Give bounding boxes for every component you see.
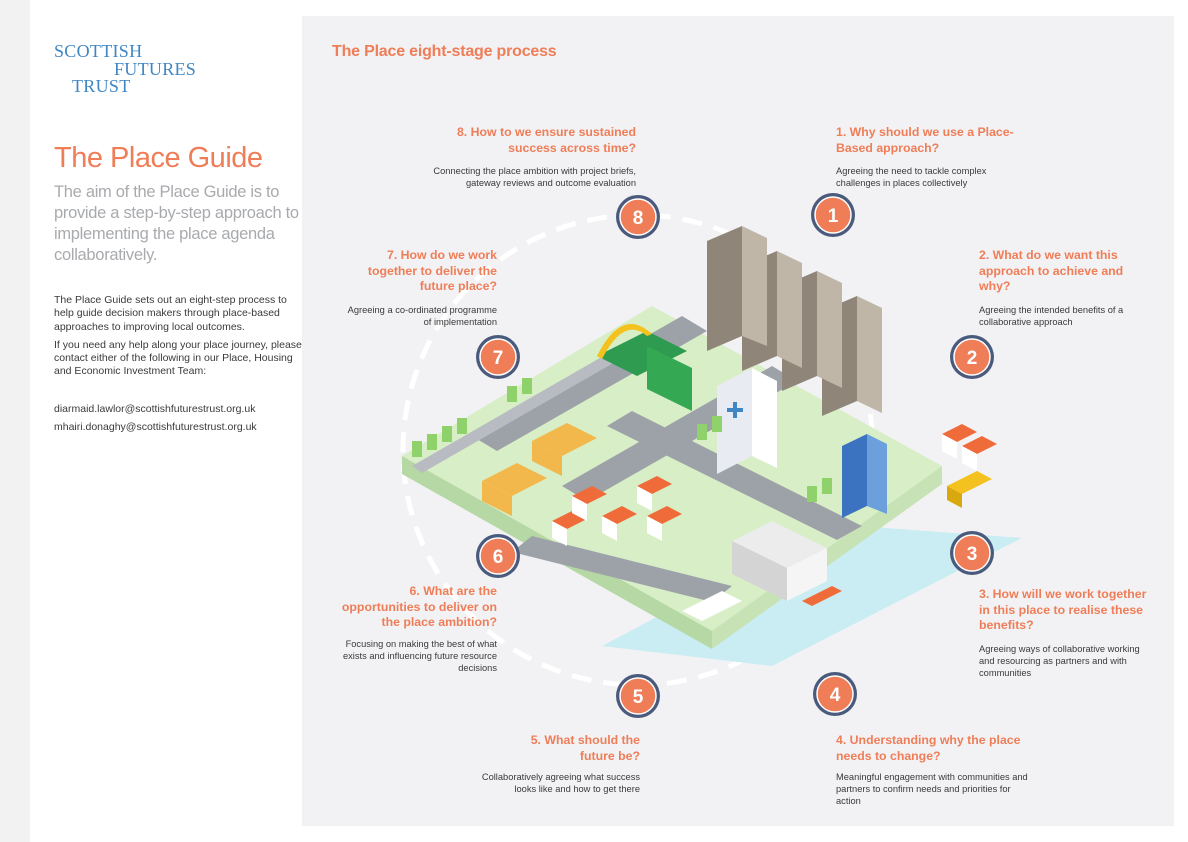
stage-badge-8[interactable]: 8	[616, 195, 660, 239]
process-title: The Place eight-stage process	[332, 43, 557, 60]
guide-body: The Place Guide sets out an eight-step p…	[54, 294, 304, 384]
logo-line-3: TRUST	[72, 76, 131, 96]
sidebar: SCOTTISH FUTURES TRUST The Place Guide T…	[30, 0, 302, 842]
stage-number-2: 2	[967, 348, 978, 369]
stage-number-6: 6	[493, 547, 504, 568]
stage-number-7: 7	[493, 348, 504, 369]
stage-badge-2[interactable]: 2	[950, 335, 994, 379]
stage-number-4: 4	[830, 685, 841, 706]
stage-6-description: Focusing on making the best of what exis…	[342, 639, 497, 673]
guide-title: The Place Guide	[54, 142, 263, 174]
stage-1-heading: 1. Why should we use a Place-Based appro…	[836, 125, 1014, 155]
stage-badge-7[interactable]: 7	[476, 335, 520, 379]
stage-badge-1[interactable]: 1	[811, 193, 855, 237]
guide-body-paragraph-1: The Place Guide sets out an eight-step p…	[54, 294, 287, 333]
stage-badge-6[interactable]: 6	[476, 534, 520, 578]
stage-badge-3[interactable]: 3	[950, 531, 994, 575]
city-illustration	[402, 226, 1022, 666]
left-margin-strip	[0, 0, 30, 842]
place-process-diagram: 1 2 3 4 5 6 7 8	[400, 193, 1022, 718]
stage-4-description: Meaningful engagement with communities a…	[836, 772, 1028, 806]
stage-badge-4[interactable]: 4	[813, 672, 857, 716]
logo-line-2: FUTURES	[114, 59, 197, 79]
stage-2-description: Agreeing the intended benefits of a coll…	[979, 305, 1124, 327]
stage-8-heading: 8. How to we ensure sustained success ac…	[456, 125, 636, 155]
guide-body-paragraph-2: If you need any help along your place jo…	[54, 338, 302, 378]
stage-7-description: Agreeing a co-ordinated programme of imp…	[347, 305, 497, 327]
stage-4-heading: 4. Understanding why the place needs to …	[836, 733, 1021, 763]
stage-5-description: Collaboratively agreeing what success lo…	[481, 772, 640, 794]
stage-3-heading: 3. How will we work together in this pla…	[979, 587, 1147, 632]
stage-8-description: Connecting the place ambition with proje…	[433, 166, 636, 188]
stage-number-5: 5	[633, 687, 644, 708]
stage-6-heading: 6. What are the opportunities to deliver…	[341, 584, 497, 629]
stage-5-heading: 5. What should the future be?	[530, 733, 640, 763]
stage-3-description: Agreeing ways of collaborative working a…	[979, 644, 1140, 678]
stage-number-3: 3	[967, 544, 978, 565]
stage-1-description: Agreeing the need to tackle complex chal…	[836, 166, 987, 188]
stage-7-heading: 7. How do we work together to deliver th…	[367, 248, 497, 293]
stage-2-heading: 2. What do we want this approach to achi…	[979, 248, 1124, 293]
logo-line-1: SCOTTISH	[54, 41, 143, 61]
contact-email-2[interactable]: mhairi.donaghy@scottishfuturestrust.org.…	[54, 421, 257, 433]
stage-number-8: 8	[633, 208, 644, 229]
contact-email-1[interactable]: diarmaid.lawlor@scottishfuturestrust.org…	[54, 403, 256, 415]
stage-badge-5[interactable]: 5	[616, 674, 660, 718]
guide-intro: The aim of the Place Guide is to provide…	[54, 183, 299, 264]
stage-number-1: 1	[828, 206, 839, 227]
